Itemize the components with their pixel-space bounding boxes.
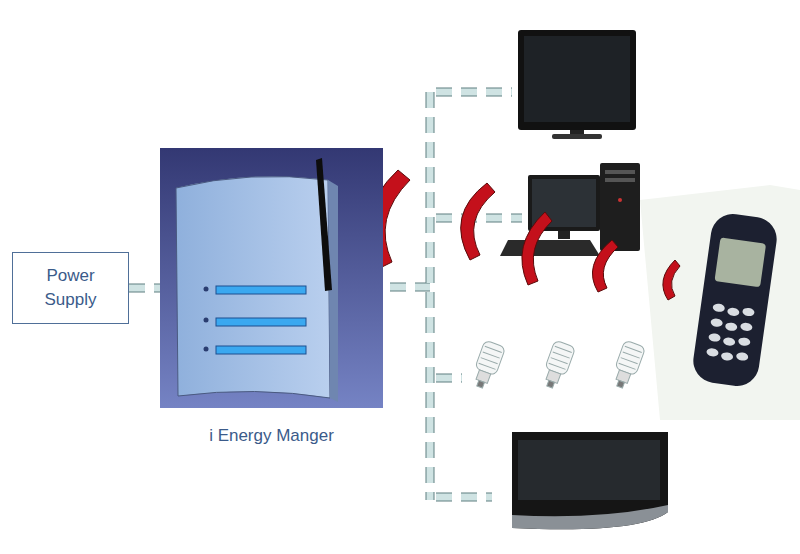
tv-icon <box>518 30 636 139</box>
process-box: Power Supply <box>12 252 129 324</box>
pc-icon <box>500 163 640 256</box>
wireless-arcs <box>368 170 680 300</box>
bus-wiring <box>390 92 522 500</box>
phone-icon <box>640 185 800 420</box>
router-illustration <box>160 148 383 408</box>
dashed-connector <box>129 288 160 289</box>
energy-manager-node: i Energy Manger <box>160 148 383 448</box>
bulb-icons <box>469 340 645 391</box>
box-label: Power Supply <box>23 264 118 312</box>
device-caption: i Energy Manger <box>140 426 403 446</box>
air-conditioner-icon <box>512 432 668 529</box>
